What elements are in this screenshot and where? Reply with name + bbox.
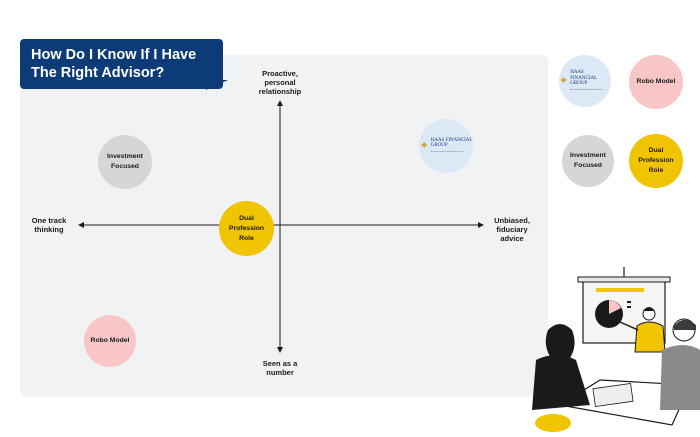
seated-person-left [532, 324, 590, 432]
seated-person-right [660, 318, 700, 410]
plot-robo-model: Robo Model [84, 315, 136, 367]
legend-robo-model: Robo Model [629, 55, 683, 109]
page-title: How Do I Know If I Have The Right Adviso… [20, 39, 223, 89]
presenter-figure [619, 307, 666, 353]
eagle-icon: ✦ [419, 139, 429, 152]
eagle-icon: ✦ [559, 74, 569, 87]
